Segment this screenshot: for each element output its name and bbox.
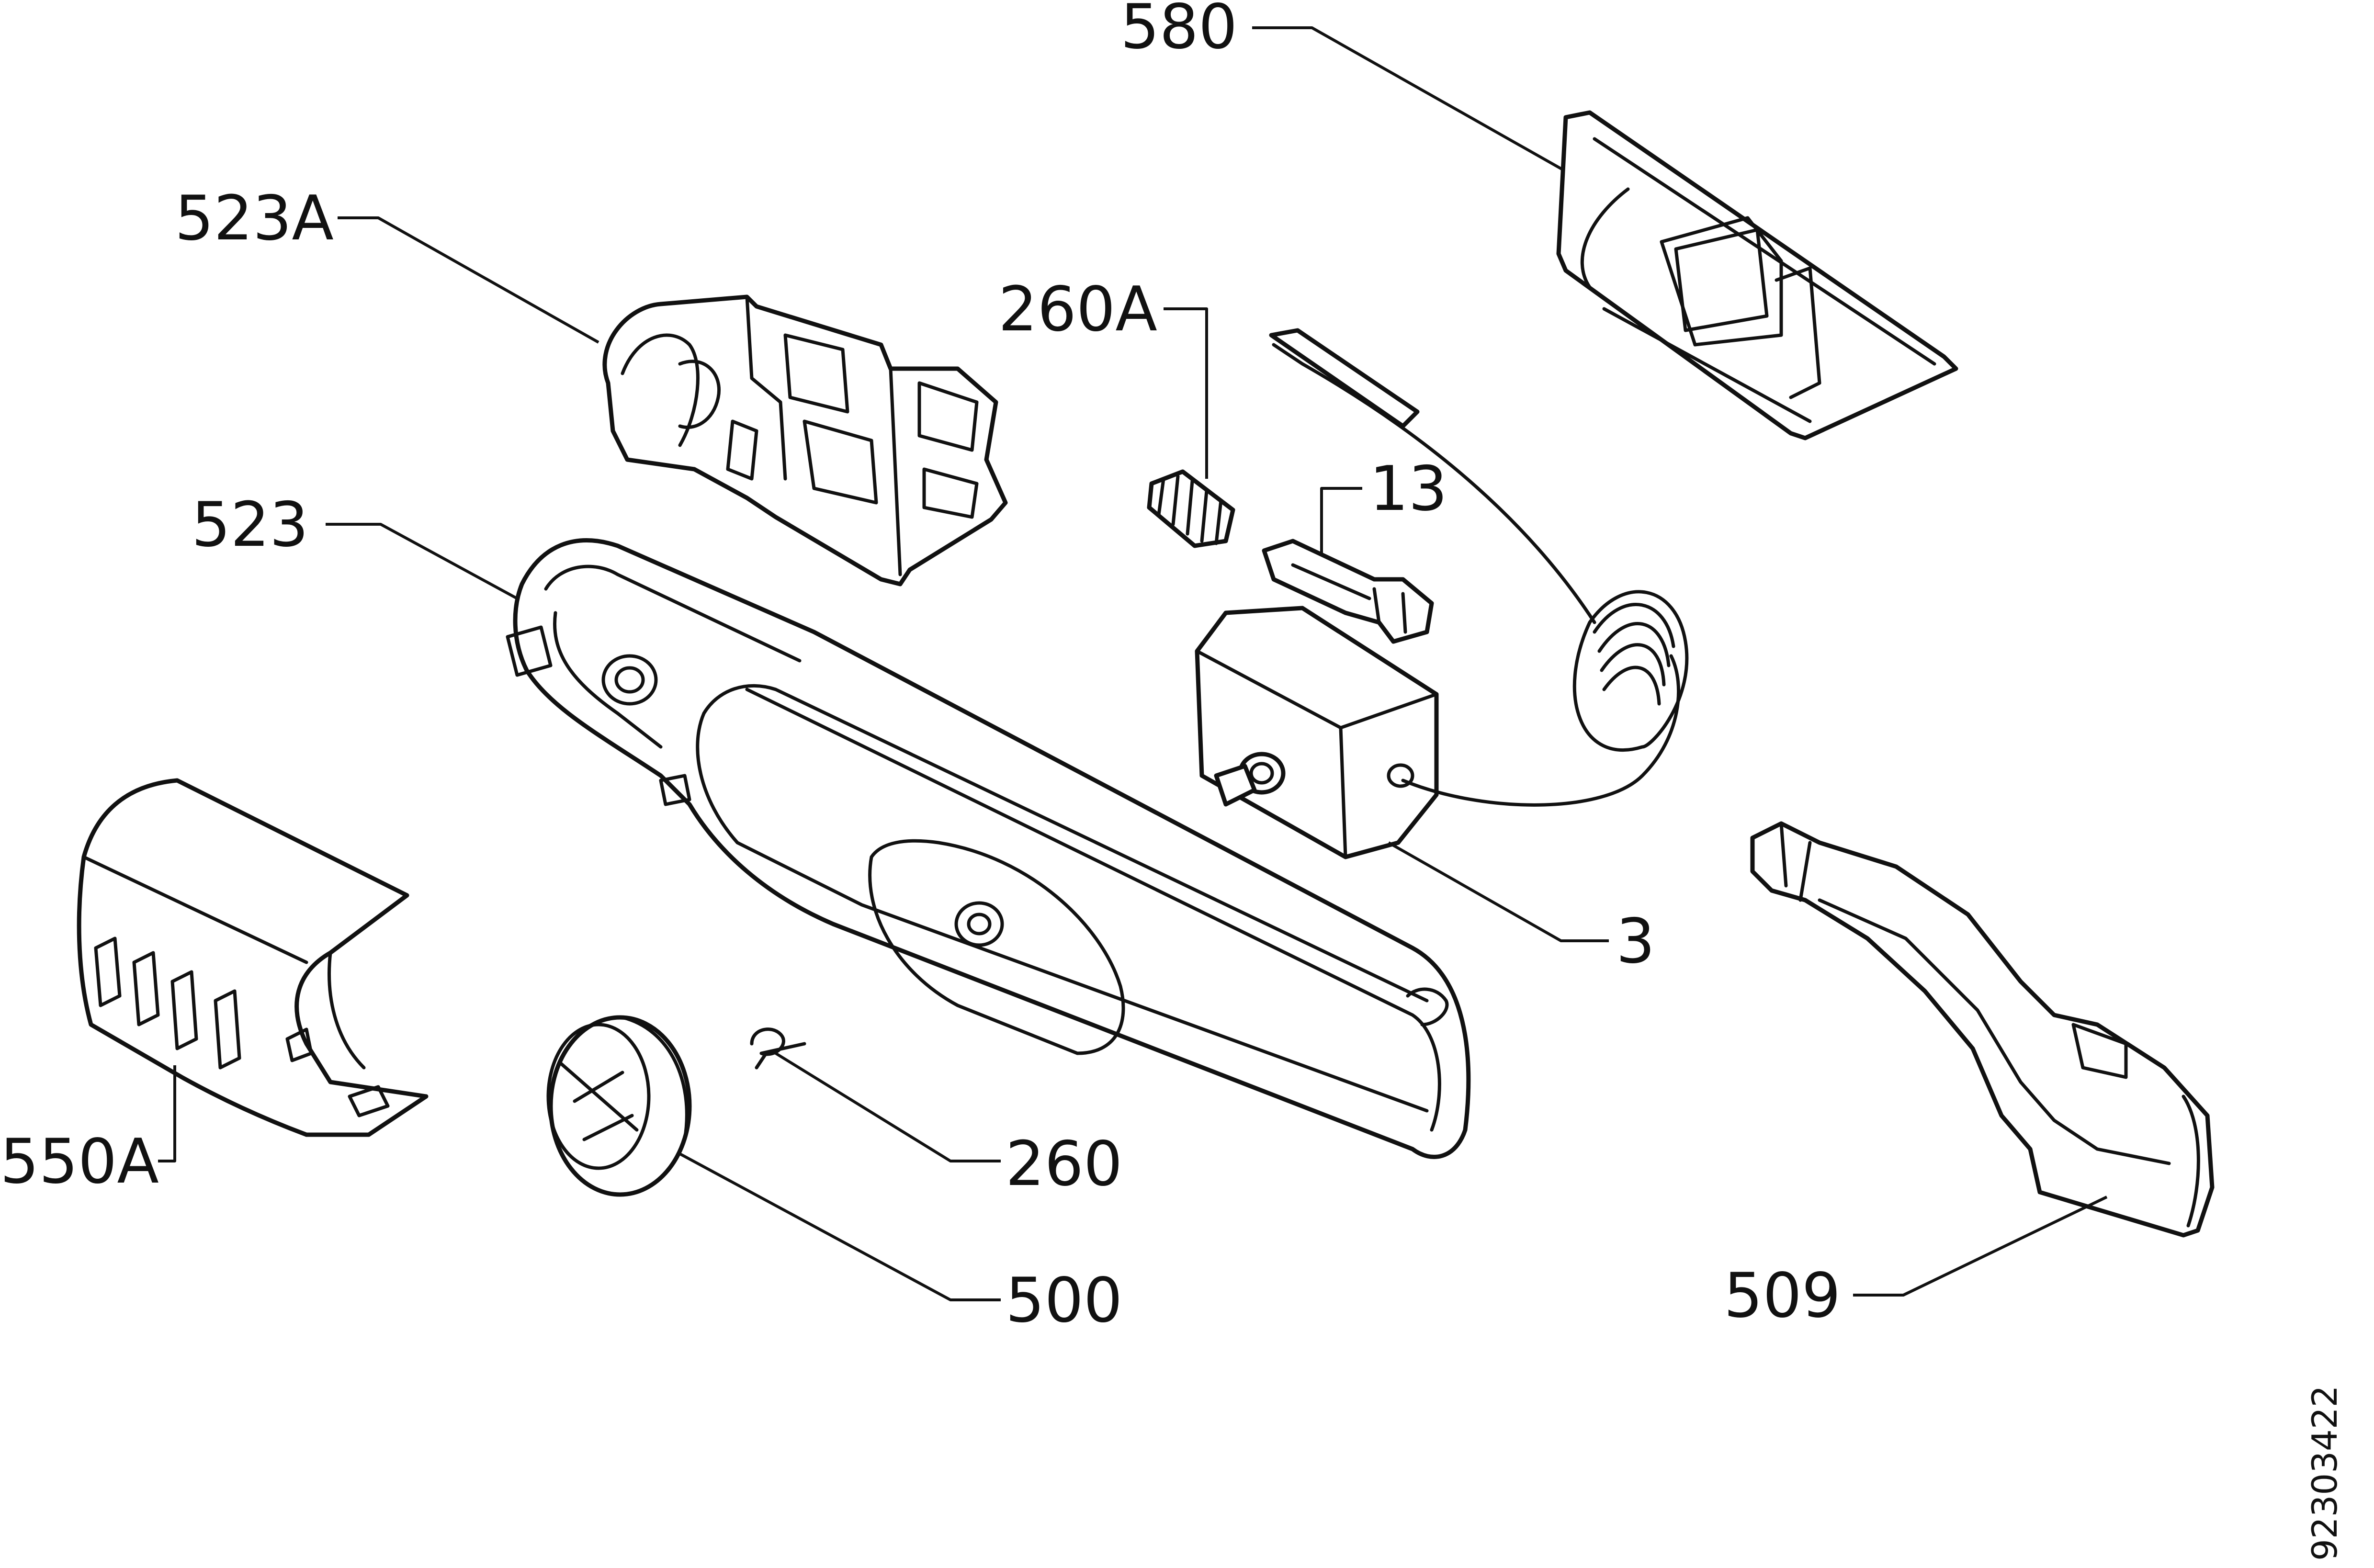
part-550A-end-cap [77, 778, 429, 1137]
callout-550A: 550A [0, 1126, 159, 1197]
part-260-clip [750, 1027, 806, 1070]
callout-260A: 260A [998, 274, 1157, 345]
callout-500: 500 [1006, 1265, 1122, 1336]
callout-labels: 580 523A 260A 13 523 3 550A 260 500 509 [0, 0, 1841, 1336]
callout-3: 3 [1616, 906, 1655, 977]
part-509-handle [1750, 821, 2215, 1238]
leader-523 [326, 523, 518, 600]
part-580-bracket [1556, 110, 1958, 440]
part-523A-switch-assembly [602, 294, 1008, 587]
leader-523A [338, 216, 599, 344]
leader-260 [775, 1052, 1001, 1162]
leader-580 [1252, 26, 1564, 171]
leader-lines [158, 26, 2108, 1301]
leader-509 [1853, 1196, 2108, 1297]
leader-260A [1164, 307, 1208, 479]
callout-523A: 523A [175, 183, 334, 254]
part-523-housing [506, 538, 1471, 1159]
callout-509: 509 [1724, 1260, 1841, 1331]
callout-13: 13 [1369, 453, 1447, 525]
part-500-knob [546, 1015, 692, 1197]
leader-500 [679, 1152, 1001, 1301]
part-260A-spring [1147, 469, 1235, 548]
document-number: 92303422 [2305, 1386, 2345, 1561]
leader-550A [158, 1065, 176, 1162]
callout-523: 523 [192, 489, 308, 561]
part-13-connector-pin [1262, 539, 1434, 644]
callout-260: 260 [1006, 1128, 1122, 1200]
part-3-thermostat [1195, 328, 1689, 859]
leader-3 [1388, 841, 1609, 942]
callout-580: 580 [1120, 0, 1237, 63]
leader-13 [1320, 487, 1362, 555]
